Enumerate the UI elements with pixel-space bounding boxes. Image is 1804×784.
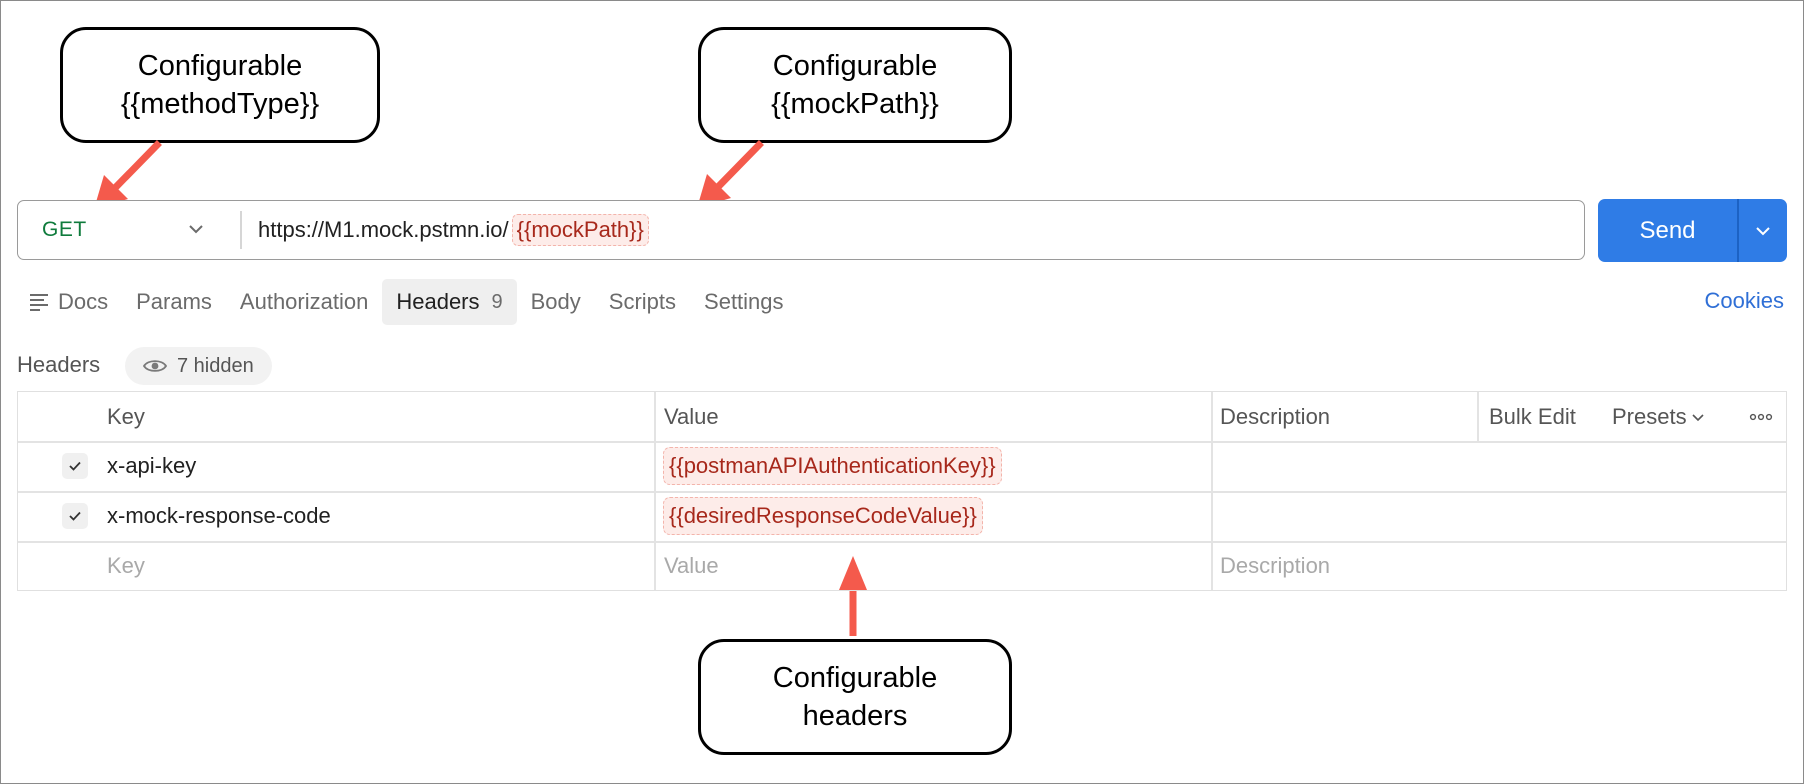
request-tabs: Docs Params Authorization Headers 9 Body… bbox=[18, 278, 798, 326]
header-value-cell[interactable]: {{desiredResponseCodeValue}} bbox=[663, 491, 983, 541]
header-key-cell[interactable]: x-mock-response-code bbox=[107, 503, 331, 528]
tab-label: Headers bbox=[396, 289, 480, 314]
ellipsis-icon bbox=[1749, 413, 1773, 420]
divider bbox=[18, 491, 1786, 493]
cookies-link[interactable]: Cookies bbox=[1704, 288, 1784, 313]
row-checkbox[interactable] bbox=[62, 503, 88, 529]
method-select[interactable]: GET bbox=[18, 201, 240, 258]
value-variable: {{desiredResponseCodeValue}} bbox=[663, 497, 983, 535]
divider bbox=[18, 441, 1786, 443]
tab-docs[interactable]: Docs bbox=[18, 279, 122, 325]
hidden-headers-toggle[interactable]: 7 hidden bbox=[125, 347, 272, 385]
method-type-callout: Configurable {{methodType}} bbox=[60, 27, 380, 143]
tab-params[interactable]: Params bbox=[122, 279, 226, 325]
hidden-count: 7 hidden bbox=[177, 354, 254, 377]
mock-path-callout: Configurable {{mockPath}} bbox=[698, 27, 1012, 143]
bulk-edit-button[interactable]: Bulk Edit bbox=[1489, 403, 1576, 429]
chevron-down-icon bbox=[189, 225, 203, 234]
checkmark-icon bbox=[69, 461, 81, 471]
callout-line-2: {{methodType}} bbox=[120, 88, 320, 120]
divider bbox=[18, 541, 1786, 543]
divider bbox=[654, 392, 656, 590]
divider bbox=[1737, 199, 1739, 262]
send-button-group: Send bbox=[1598, 199, 1787, 262]
headers-table: Key Value Description Bulk Edit Presets … bbox=[17, 391, 1787, 591]
tab-scripts[interactable]: Scripts bbox=[595, 279, 690, 325]
row-checkbox[interactable] bbox=[62, 453, 88, 479]
headers-arrow-icon bbox=[839, 556, 867, 636]
header-key-cell[interactable]: x-api-key bbox=[107, 453, 197, 478]
callout-line-2: {{mockPath}} bbox=[771, 88, 939, 120]
tab-body[interactable]: Body bbox=[517, 279, 595, 325]
header-value-cell[interactable]: {{postmanAPIAuthenticationKey}} bbox=[663, 441, 1002, 491]
tab-settings[interactable]: Settings bbox=[690, 279, 798, 325]
presets-label: Presets bbox=[1612, 403, 1687, 429]
tab-count-badge: 9 bbox=[491, 290, 503, 313]
new-description-input[interactable]: Description bbox=[1220, 553, 1331, 578]
chevron-down-icon bbox=[1756, 226, 1770, 235]
request-url-bar: GET https://M1.mock.pstmn.io/ {{mockPath… bbox=[17, 200, 1585, 260]
tab-headers[interactable]: Headers 9 bbox=[382, 279, 517, 325]
callout-line-1: Configurable bbox=[772, 662, 938, 694]
method-label: GET bbox=[42, 217, 87, 241]
checkmark-icon bbox=[69, 511, 81, 521]
callout-line-2: headers bbox=[802, 700, 908, 732]
presets-dropdown[interactable]: Presets bbox=[1612, 392, 1706, 441]
divider bbox=[1477, 392, 1479, 441]
column-header-value: Value bbox=[664, 403, 719, 429]
divider bbox=[1211, 392, 1213, 590]
send-button[interactable]: Send bbox=[1639, 216, 1696, 244]
chevron-down-icon bbox=[1692, 413, 1704, 421]
send-options-button[interactable] bbox=[1739, 199, 1787, 262]
tab-authorization[interactable]: Authorization bbox=[226, 279, 382, 325]
more-options-button[interactable] bbox=[1749, 392, 1773, 441]
headers-section-title: Headers bbox=[17, 352, 101, 377]
tab-label: Scripts bbox=[608, 289, 677, 314]
docs-lines-icon bbox=[30, 294, 48, 311]
callout-line-1: Configurable bbox=[772, 50, 938, 82]
divider bbox=[240, 211, 242, 249]
url-input[interactable]: https://M1.mock.pstmn.io/ {{mockPath}} bbox=[258, 201, 649, 258]
tab-label: Params bbox=[136, 289, 212, 314]
new-value-input[interactable]: Value bbox=[664, 553, 719, 578]
new-key-input[interactable]: Key bbox=[107, 553, 145, 578]
eye-icon bbox=[143, 360, 167, 372]
value-variable: {{postmanAPIAuthenticationKey}} bbox=[663, 447, 1002, 485]
column-header-description: Description bbox=[1220, 403, 1331, 429]
callout-line-1: Configurable bbox=[137, 50, 303, 82]
tab-label: Authorization bbox=[239, 289, 369, 314]
tab-label: Docs bbox=[58, 289, 109, 314]
headers-callout: Configurable headers bbox=[698, 639, 1012, 755]
tab-label: Body bbox=[530, 289, 581, 314]
url-base: https://M1.mock.pstmn.io/ bbox=[258, 216, 509, 242]
mock-path-arrow-icon bbox=[697, 140, 764, 208]
column-header-key: Key bbox=[107, 403, 145, 429]
url-variable: {{mockPath}} bbox=[511, 213, 649, 246]
tab-label: Settings bbox=[704, 289, 784, 314]
